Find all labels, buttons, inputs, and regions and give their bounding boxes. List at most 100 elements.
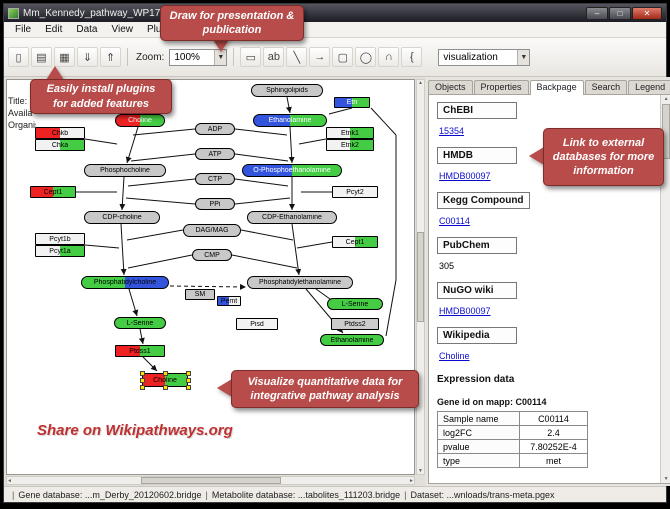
export-button[interactable]: ⇑ (100, 47, 121, 67)
line-tool[interactable]: ╲ (286, 47, 308, 67)
brace-tool[interactable]: { (401, 47, 423, 67)
node-pisd[interactable]: Pisd (236, 318, 278, 330)
status-separator: | (404, 489, 407, 500)
scrollbar-thumb[interactable] (140, 477, 281, 484)
node-ethanolamine[interactable]: Ethanolamine (320, 334, 384, 346)
section-value-kegg-compound[interactable]: C00114 (439, 216, 470, 226)
node-pcyt1b[interactable]: Pcyt1b (35, 233, 85, 245)
node-cept1[interactable]: Cept1 (30, 186, 76, 198)
tab-properties[interactable]: Properties (473, 80, 529, 95)
zoom-combobox[interactable]: 100% ▼ (169, 48, 228, 66)
node-label: Etnk2 (341, 141, 359, 149)
arc-tool[interactable]: ∩ (378, 47, 400, 67)
node-chka[interactable]: Chka (35, 139, 85, 151)
node-choline[interactable]: Choline (115, 113, 165, 127)
scroll-down-icon[interactable]: ▼ (663, 476, 669, 482)
node-ptdss1[interactable]: Ptdss1 (115, 345, 165, 357)
node-cmp[interactable]: CMP (192, 249, 232, 261)
node-sm[interactable]: SM (185, 288, 215, 300)
node-pcyt2[interactable]: Pcyt2 (332, 186, 378, 198)
node-label: Ptdss1 (129, 347, 151, 355)
section-value-nugo-wiki[interactable]: HMDB00097 (439, 306, 491, 316)
callout-arrow-up-icon (46, 66, 64, 80)
new-button[interactable]: ▯ (8, 47, 29, 67)
open-button[interactable]: ▤ (31, 47, 52, 67)
pathway-canvas[interactable]: Title:AvailaOrganis Share on Wikipathway… (6, 79, 415, 475)
node-ctp[interactable]: CTP (195, 173, 235, 185)
node-ethanolamine[interactable]: Ethanolamine (253, 113, 327, 127)
node-phosphatidylethanolamine[interactable]: Phosphatidylethanolamine (247, 275, 353, 289)
node-cdp-ethanolamine[interactable]: CDP-Ethanolamine (247, 210, 337, 224)
node-pcyt1a[interactable]: Pcyt1a (35, 245, 85, 257)
selection-handle[interactable] (140, 378, 145, 383)
node-sphingolipids[interactable]: Sphingolipids (251, 83, 323, 97)
tab-objects[interactable]: Objects (428, 80, 473, 95)
selection-handle[interactable] (186, 385, 191, 390)
section-value-wikipedia[interactable]: Choline (439, 351, 470, 361)
node-phosphocholine[interactable]: Phosphocholine (84, 163, 166, 177)
section-header-wikipedia: Wikipedia (437, 327, 517, 344)
minimize-button[interactable]: – (586, 6, 608, 20)
node-l-serine[interactable]: L-Serine (327, 298, 383, 310)
zoom-label: Zoom: (136, 51, 165, 63)
callout-arrow-left-icon (529, 147, 544, 165)
tab-backpage[interactable]: Backpage (529, 80, 584, 95)
label-tool[interactable]: ab (263, 47, 285, 67)
node-l-serine[interactable]: L-Serine (114, 317, 166, 329)
save-button[interactable]: ▦ (54, 47, 75, 67)
node-cept1[interactable]: Cept1 (332, 236, 378, 248)
selection-handle[interactable] (186, 378, 191, 383)
node-o-phosphoethanolamine[interactable]: O-Phosphoethanolamine (242, 163, 342, 177)
selection-handle[interactable] (186, 371, 191, 376)
oval-tool[interactable]: ◯ (355, 47, 377, 67)
node-phosphatidylcholine[interactable]: Phosphatidylcholine (81, 275, 169, 289)
scroll-right-icon[interactable]: ► (409, 477, 414, 484)
scroll-down-icon[interactable]: ▼ (418, 468, 423, 474)
selection-handle[interactable] (140, 385, 145, 390)
canvas-vertical-scrollbar[interactable]: ▲ ▼ (416, 79, 425, 475)
menu-view[interactable]: View (111, 24, 133, 35)
selection-handle[interactable] (140, 371, 145, 376)
node-ppi[interactable]: PPi (195, 198, 235, 210)
scroll-up-icon[interactable]: ▲ (418, 80, 423, 86)
node-etn[interactable]: Etn (334, 96, 370, 108)
menu-file[interactable]: File (15, 24, 32, 35)
import-button[interactable]: ⇓ (77, 47, 98, 67)
selection-handle[interactable] (163, 385, 168, 390)
chevron-down-icon: ▼ (517, 49, 530, 65)
section-value-hmdb[interactable]: HMDB00097 (439, 171, 491, 181)
menu-edit[interactable]: Edit (45, 24, 63, 35)
scroll-up-icon[interactable]: ▲ (663, 96, 669, 102)
node-dag-mag[interactable]: DAG/MAG (183, 223, 241, 237)
menu-data[interactable]: Data (76, 24, 98, 35)
node-cdp-choline[interactable]: CDP-choline (84, 210, 160, 224)
node-chkb[interactable]: Chkb (35, 127, 85, 139)
node-label: Chka (51, 141, 69, 149)
scroll-left-icon[interactable]: ◄ (7, 477, 12, 484)
node-etnk2[interactable]: Etnk2 (326, 139, 374, 151)
rect-tool[interactable]: ▢ (332, 47, 354, 67)
maximize-button[interactable]: □ (609, 6, 631, 20)
scrollbar-thumb[interactable] (417, 232, 424, 322)
tab-search[interactable]: Search (584, 80, 628, 95)
node-choline[interactable]: Choline (140, 371, 191, 390)
node-label: Sphingolipids (266, 86, 308, 94)
visualization-combobox[interactable]: visualization ▼ (438, 48, 531, 66)
toolbar-file-group: ▯▤▦⇓⇑ (8, 47, 121, 67)
node-ptdss2[interactable]: Ptdss2 (331, 318, 379, 330)
node-etnk1[interactable]: Etnk1 (326, 127, 374, 139)
section-value-chebi[interactable]: 15354 (439, 126, 465, 136)
node-atp[interactable]: ATP (195, 148, 235, 160)
arrow-tool[interactable]: → (309, 47, 331, 67)
main-area: Title:AvailaOrganis Share on Wikipathway… (4, 77, 670, 486)
close-button[interactable]: ✕ (632, 6, 662, 20)
selection-handle[interactable] (163, 371, 168, 376)
canvas-horizontal-scrollbar[interactable]: ◄ ► (6, 476, 415, 485)
datanode-tool[interactable]: ▭ (240, 47, 262, 67)
node-pemt[interactable]: Pemt (217, 296, 241, 306)
node-adp[interactable]: ADP (195, 123, 235, 135)
tab-legend[interactable]: Legend (628, 80, 670, 95)
node-label: DAG/MAG (195, 226, 229, 234)
